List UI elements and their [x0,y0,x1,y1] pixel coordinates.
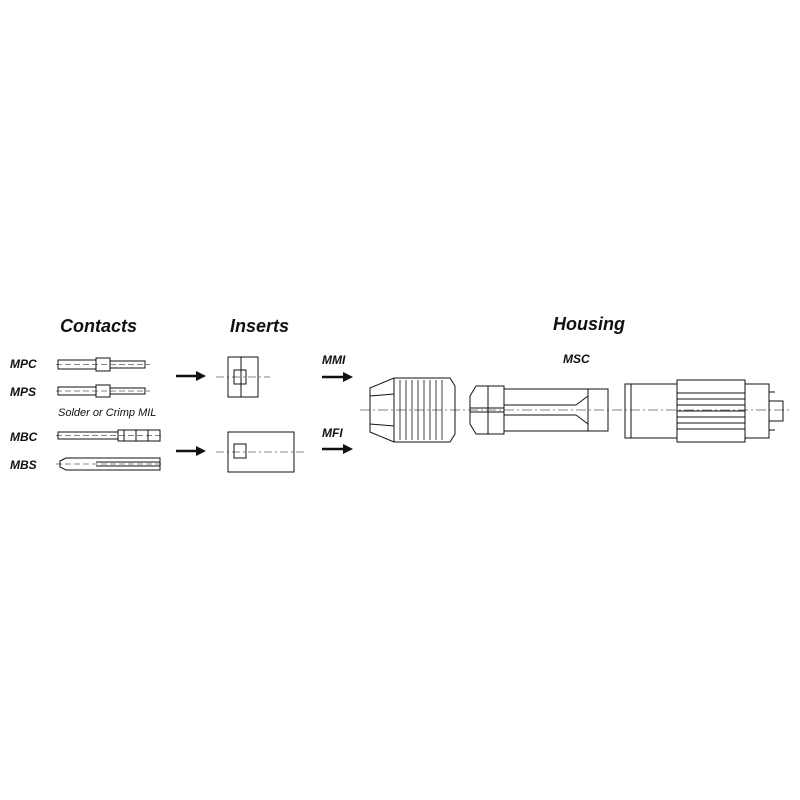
label-msc: MSC [563,352,590,366]
insert-mmi-drawing [216,356,270,398]
heading-inserts: Inserts [230,316,290,336]
label-mpc: MPC [10,357,37,371]
arrow-insert-mmi-to-housing [322,372,353,382]
arrow-contacts-to-insert-mfi [176,446,206,456]
label-mfi: MFI [322,426,343,440]
label-mmi: MMI [322,353,346,367]
heading-housing: Housing [553,314,625,334]
contact-mbs-drawing [56,457,164,471]
label-mbs: MBS [10,458,37,472]
arrow-insert-mfi-to-housing [322,444,353,454]
label-mbc: MBC [10,430,38,444]
arrow-contacts-to-insert-mmi [176,371,206,381]
contact-mps-drawing [56,384,150,398]
contacts-note: Solder or Crimp MIL [58,407,157,419]
housing-body-msc-drawing [624,379,784,443]
contact-mpc-drawing [56,357,150,372]
contact-mbc-drawing [56,429,164,442]
label-mps: MPS [10,385,37,399]
heading-contacts: Contacts [60,316,138,336]
insert-mfi-drawing [216,431,306,473]
